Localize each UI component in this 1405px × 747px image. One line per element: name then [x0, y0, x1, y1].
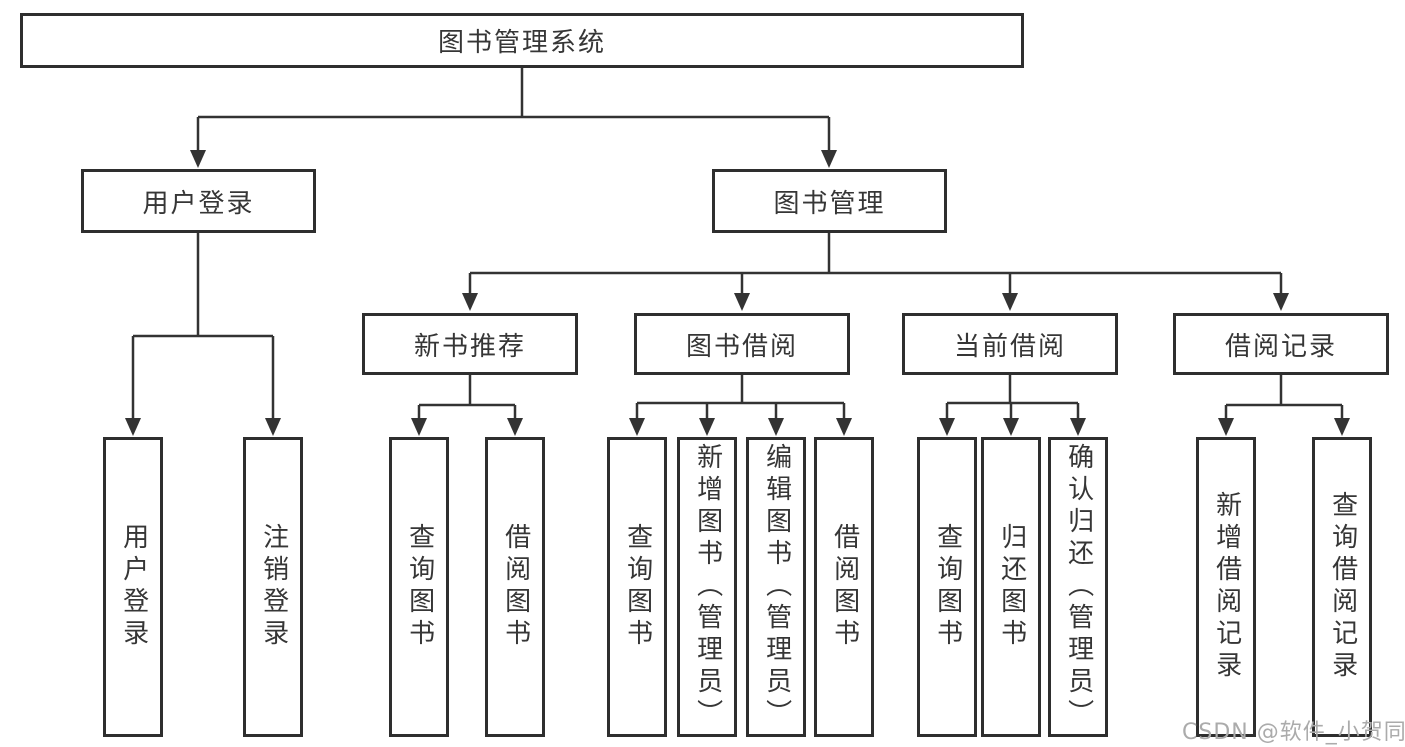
leaf-records-add-record: 新增借阅记录 — [1196, 437, 1256, 737]
leaf-newbook-query-book: 查询图书 — [389, 437, 449, 737]
leaf-borrow-borrow-book-label: 借阅图书 — [829, 523, 860, 651]
leaf-borrow-edit-book-admin-label: 编辑图书（管理员） — [761, 443, 792, 731]
leaf-current-return-book-label: 归还图书 — [996, 523, 1027, 651]
node-current-borrow: 当前借阅 — [902, 313, 1118, 375]
leaf-current-return-book: 归还图书 — [981, 437, 1041, 737]
leaf-borrow-add-book-admin-label: 新增图书（管理员） — [692, 443, 723, 731]
node-user-login-label: 用户登录 — [142, 188, 255, 219]
leaf-borrow-add-book-admin: 新增图书（管理员） — [677, 437, 737, 737]
connector-paths — [131, 68, 1344, 420]
leaf-borrow-query-book: 查询图书 — [607, 437, 667, 737]
leaf-current-query-book-label: 查询图书 — [932, 523, 963, 651]
node-book-management-label: 图书管理 — [773, 188, 886, 219]
leaf-current-confirm-return-admin-label: 确认归还（管理员） — [1063, 443, 1094, 731]
leaf-user-login-label: 用户登录 — [118, 523, 149, 651]
leaf-newbook-borrow-book-label: 借阅图书 — [500, 523, 531, 651]
leaf-current-confirm-return-admin: 确认归还（管理员） — [1048, 437, 1108, 737]
leaf-logout: 注销登录 — [243, 437, 303, 737]
leaf-borrow-query-book-label: 查询图书 — [622, 523, 653, 651]
leaf-logout-label: 注销登录 — [258, 523, 289, 651]
leaf-records-query-record-label: 查询借阅记录 — [1327, 491, 1358, 683]
leaf-newbook-borrow-book: 借阅图书 — [485, 437, 545, 737]
leaf-current-query-book: 查询图书 — [917, 437, 977, 737]
node-borrow-records: 借阅记录 — [1173, 313, 1389, 375]
node-root-system-label: 图书管理系统 — [437, 28, 606, 58]
leaf-records-add-record-label: 新增借阅记录 — [1211, 491, 1242, 683]
leaf-newbook-query-book-label: 查询图书 — [404, 523, 435, 651]
csdn-watermark: CSDN @软件_小贺同学 — [1182, 720, 1405, 745]
leaf-records-query-record: 查询借阅记录 — [1312, 437, 1372, 737]
node-new-book-recommend: 新书推荐 — [362, 313, 578, 375]
arrowheads — [125, 150, 1350, 436]
node-new-book-recommend-label: 新书推荐 — [413, 331, 526, 362]
leaf-borrow-edit-book-admin: 编辑图书（管理员） — [746, 437, 806, 737]
node-current-borrow-label: 当前借阅 — [953, 331, 1066, 362]
node-root-system: 图书管理系统 — [20, 13, 1024, 68]
node-book-management: 图书管理 — [712, 169, 947, 233]
node-book-borrow-label: 图书借阅 — [685, 331, 798, 362]
node-user-login: 用户登录 — [81, 169, 316, 233]
leaf-borrow-borrow-book: 借阅图书 — [814, 437, 874, 737]
node-book-borrow: 图书借阅 — [634, 313, 850, 375]
leaf-user-login: 用户登录 — [103, 437, 163, 737]
node-borrow-records-label: 借阅记录 — [1224, 331, 1337, 362]
